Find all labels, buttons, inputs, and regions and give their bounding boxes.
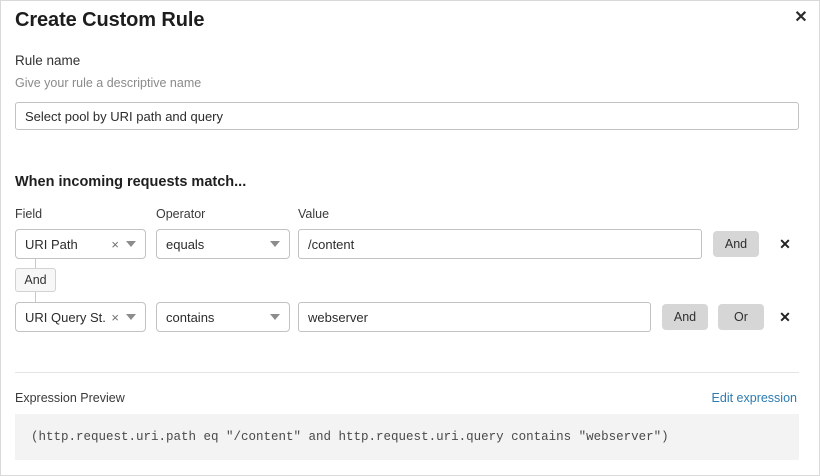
- column-header-field: Field: [15, 207, 43, 221]
- edit-expression-link[interactable]: Edit expression: [711, 391, 797, 405]
- chevron-down-icon: [270, 241, 280, 247]
- operator-select-row-2[interactable]: contains: [156, 302, 290, 332]
- field-select-row-1-value: URI Path: [25, 236, 78, 252]
- conditions-section-title: When incoming requests match...: [15, 174, 247, 190]
- field-select-row-2[interactable]: URI Query St... ×: [15, 302, 146, 332]
- column-header-operator: Operator: [156, 207, 206, 221]
- value-input-row-1[interactable]: [298, 229, 702, 259]
- or-button-row-2[interactable]: Or: [718, 304, 764, 330]
- rule-name-label: Rule name: [15, 53, 81, 68]
- operator-select-row-1[interactable]: equals: [156, 229, 290, 259]
- chevron-down-icon: [270, 314, 280, 320]
- operator-select-row-2-value: contains: [166, 309, 215, 325]
- expression-preview-code: (http.request.uri.path eq "/content" and…: [15, 414, 799, 460]
- value-input-row-2[interactable]: [298, 302, 651, 332]
- expression-preview-label: Expression Preview: [15, 391, 125, 405]
- dialog-header: Create Custom Rule ✕: [1, 1, 819, 45]
- close-icon[interactable]: ✕: [794, 9, 808, 26]
- remove-condition-icon-row-1[interactable]: ✕: [779, 236, 791, 252]
- chevron-down-icon: [126, 241, 136, 247]
- and-button-row-2[interactable]: And: [662, 304, 708, 330]
- field-select-row-2-value: URI Query St...: [25, 309, 108, 325]
- page-title: Create Custom Rule: [15, 9, 205, 31]
- rule-name-help-text: Give your rule a descriptive name: [15, 76, 202, 90]
- clear-icon[interactable]: ×: [111, 309, 119, 325]
- section-divider: [15, 372, 799, 373]
- connector-line-top: [35, 259, 36, 269]
- field-select-row-1[interactable]: URI Path ×: [15, 229, 146, 259]
- and-button-row-1[interactable]: And: [713, 231, 759, 257]
- clear-icon[interactable]: ×: [111, 236, 119, 252]
- connector-and-badge[interactable]: And: [15, 268, 56, 292]
- operator-select-row-1-value: equals: [166, 236, 205, 252]
- rule-name-input[interactable]: [15, 102, 799, 130]
- chevron-down-icon: [126, 314, 136, 320]
- column-header-value: Value: [298, 207, 330, 221]
- remove-condition-icon-row-2[interactable]: ✕: [779, 309, 791, 325]
- connector-line-bottom: [35, 292, 36, 302]
